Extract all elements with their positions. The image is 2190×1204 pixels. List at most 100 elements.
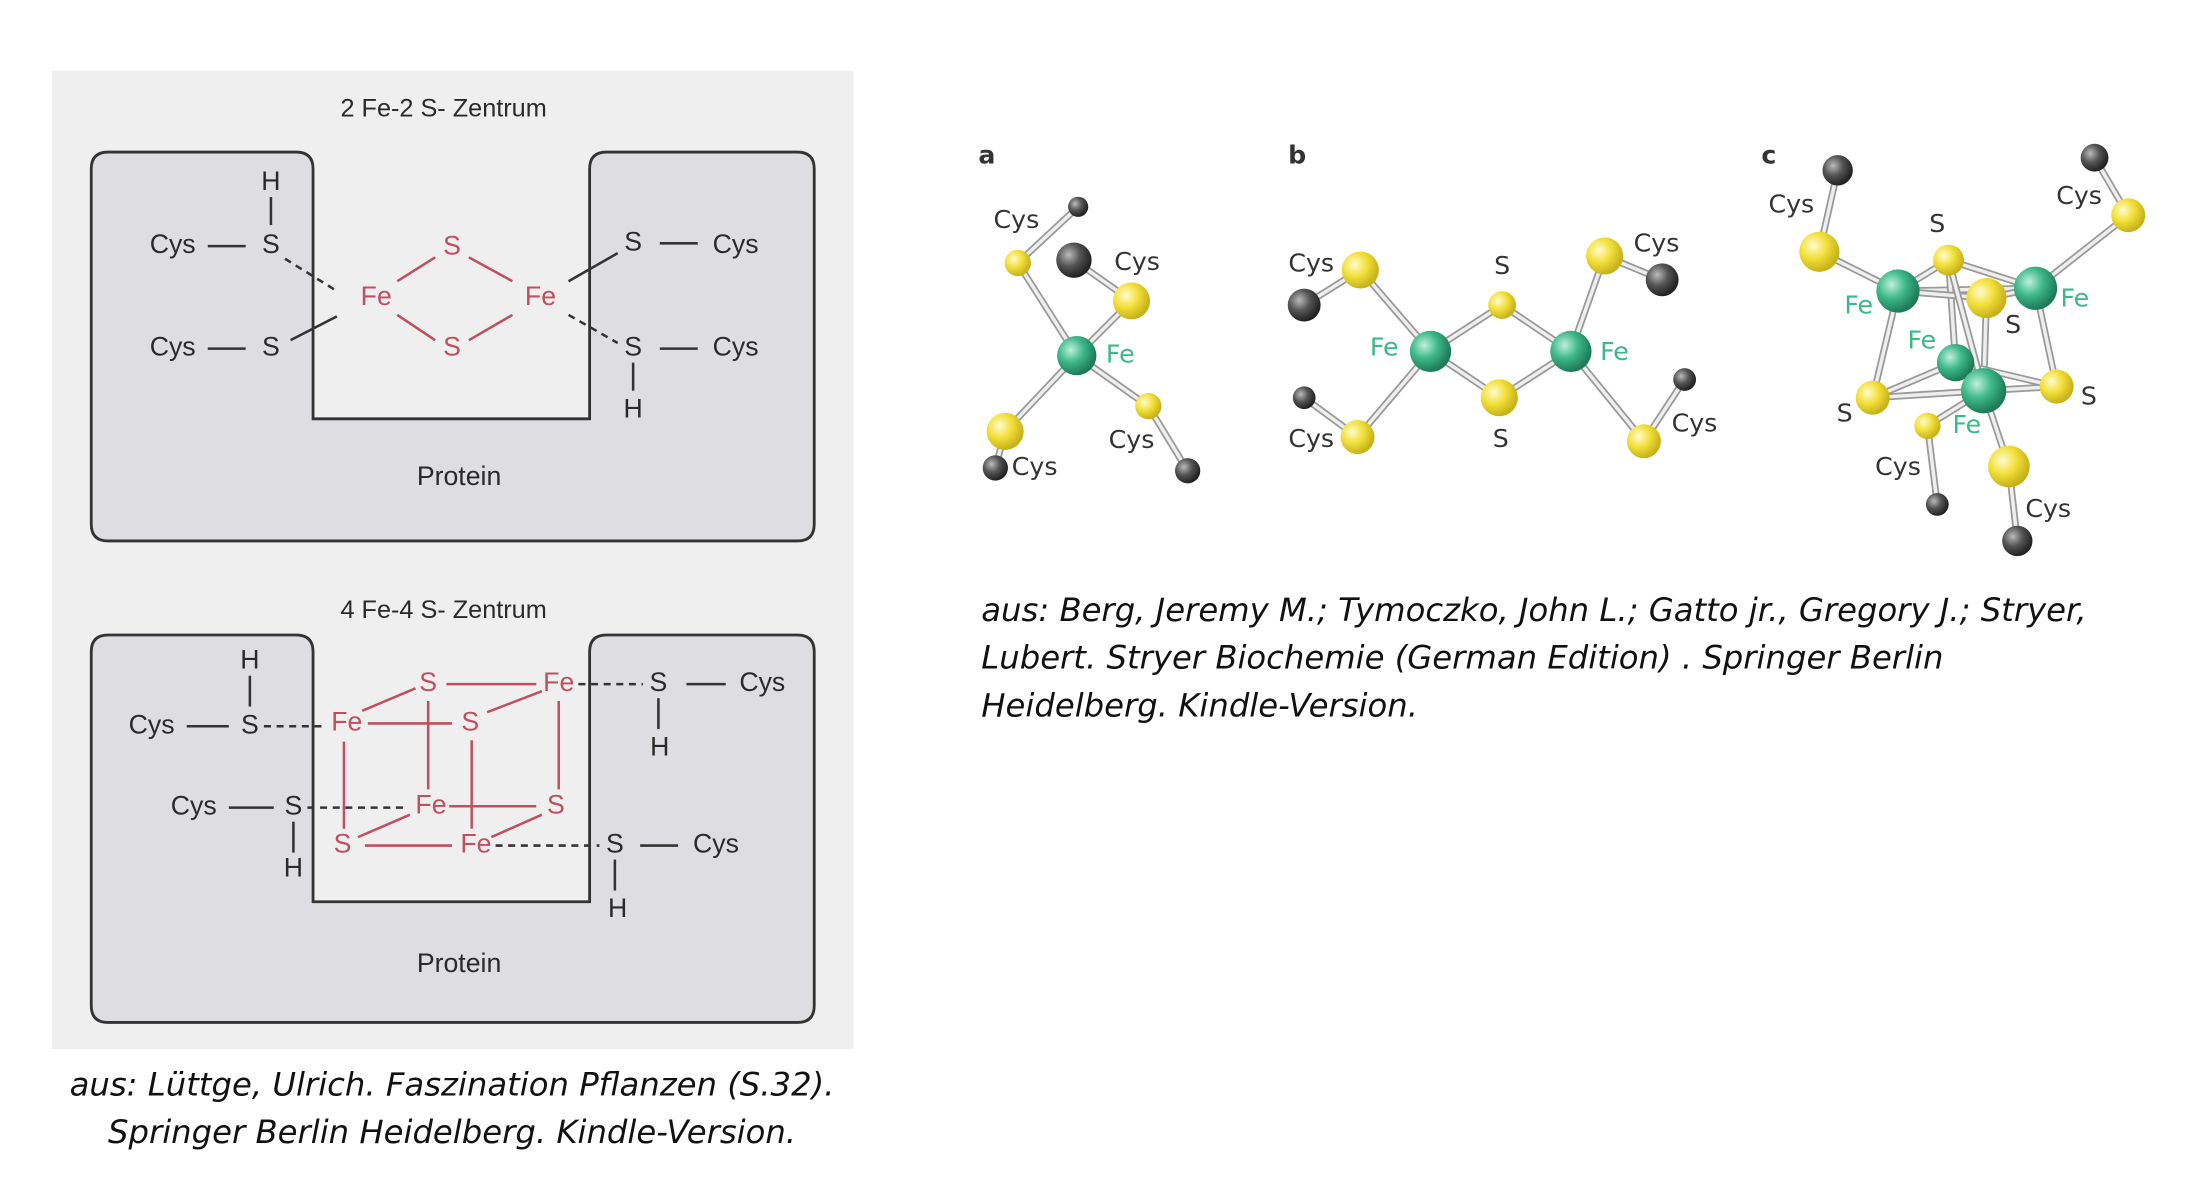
sulfur-atom xyxy=(1966,277,2007,319)
bond-line xyxy=(567,252,619,283)
ligand-label: H xyxy=(284,852,303,882)
panel-label: c xyxy=(1761,140,1776,169)
sulfur-atom xyxy=(986,412,1024,450)
ligand-label: H xyxy=(240,645,259,675)
carbon-atom xyxy=(1292,386,1316,410)
sulfur-atom xyxy=(1480,379,1518,417)
carbon-atom xyxy=(2080,143,2109,172)
atom-label: S xyxy=(1493,424,1509,453)
atom-label: Cys xyxy=(1288,424,1334,453)
carbon-atom xyxy=(1175,458,1201,484)
atom-label: Fe xyxy=(2061,283,2090,312)
sulfur-atom xyxy=(1341,251,1379,289)
protein-shape-2fe2s xyxy=(89,150,816,543)
iron-atom xyxy=(1876,269,1920,313)
cluster-atom-label: Fe xyxy=(543,667,574,697)
ligand-label: Cys xyxy=(739,667,785,697)
sulfur-atom xyxy=(1135,393,1162,420)
atom-label: Cys xyxy=(994,205,1040,234)
bond-line xyxy=(357,813,411,839)
ligand-label: S xyxy=(241,709,259,739)
sulfur-atom xyxy=(2111,198,2146,233)
ligand-label: S xyxy=(262,229,280,259)
diagram-title-2fe2s: 2 Fe-2 S- Zentrum xyxy=(340,95,546,123)
ligand-label: Cys xyxy=(150,332,196,362)
bond-line xyxy=(468,313,514,342)
atom-label: Cys xyxy=(1634,229,1680,258)
ligand-label: S xyxy=(624,332,642,362)
iron-atom xyxy=(1936,343,1975,382)
sulfur-atom xyxy=(1855,380,1890,415)
atom-label: Cys xyxy=(2025,494,2071,523)
bond-lines xyxy=(186,196,726,891)
cluster-atom-label: Fe xyxy=(460,829,491,859)
bond-line xyxy=(361,687,417,712)
sulfur-atom xyxy=(1586,237,1624,275)
carbon-atom xyxy=(982,455,1008,481)
iron-atom xyxy=(1961,368,2007,414)
atom-label: S xyxy=(1494,251,1510,280)
left-caption-line: Springer Berlin Heidelberg. Kindle-Versi… xyxy=(108,1113,796,1151)
cluster-atom-label: S xyxy=(443,332,461,362)
atom-label: Fe xyxy=(1952,410,1981,439)
carbon-atom xyxy=(1287,288,1321,322)
sulfur-atom xyxy=(1488,291,1517,319)
atom-label: Cys xyxy=(1012,452,1058,481)
atom-label: S xyxy=(1837,399,1853,428)
protein-label: Protein xyxy=(417,948,501,978)
iron-atom xyxy=(1057,335,1097,376)
stick-bond-highlight xyxy=(1925,425,1940,505)
ligand-label: Cys xyxy=(693,829,739,859)
sulfur-atom xyxy=(1914,412,1941,439)
cluster-atom-label: Fe xyxy=(361,281,392,311)
sulfur-atom xyxy=(1112,282,1151,320)
carbon-atom xyxy=(1925,493,1949,516)
sulfur-atom xyxy=(2039,369,2074,404)
panel-label: b xyxy=(1288,140,1306,169)
protein-shape-4fe4s xyxy=(89,633,816,1024)
ligand-label: S xyxy=(624,226,642,256)
iron-atom xyxy=(1409,330,1452,373)
bond-line xyxy=(396,313,436,342)
ligand-label: H xyxy=(624,393,643,423)
cluster-atom-label: Fe xyxy=(415,789,446,819)
bond-line xyxy=(468,256,514,283)
atom-label: Cys xyxy=(1288,248,1334,277)
ligand-label: S xyxy=(650,667,668,697)
right-caption-line: Heidelberg. Kindle-Version. xyxy=(981,686,1418,724)
bond-line xyxy=(490,813,543,839)
cluster-atom-label: S xyxy=(334,829,352,859)
sulfur-atom xyxy=(1340,420,1375,455)
carbon-atom xyxy=(1645,263,1679,297)
ligand-label: S xyxy=(606,829,624,859)
ligand-label: Cys xyxy=(129,709,175,739)
atom-label: S xyxy=(1929,209,1945,238)
atom-label: Fe xyxy=(1370,333,1399,362)
atom-label: Cys xyxy=(1875,452,1921,481)
ligand-label: H xyxy=(261,166,280,196)
bond-line xyxy=(290,315,338,342)
atom-label: Fe xyxy=(1106,340,1135,369)
atom-label: Fe xyxy=(1844,290,1873,319)
atom-label: Fe xyxy=(1600,337,1629,366)
sulfur-atom xyxy=(1799,231,1840,272)
ligand-label: Cys xyxy=(171,791,217,821)
coordination-bond xyxy=(284,257,338,293)
protein-label: Protein xyxy=(417,461,501,491)
cluster-atom-label: S xyxy=(547,789,565,819)
carbon-atom xyxy=(1673,368,1696,391)
diagram-title-4fe4s: 4 Fe-4 S- Zentrum xyxy=(340,596,546,624)
atom-label: S xyxy=(2081,382,2097,411)
atom-label: Cys xyxy=(1672,408,1718,437)
iron-atom xyxy=(2013,266,2058,310)
atom-label: Cys xyxy=(1768,189,1814,218)
ligand-label: Cys xyxy=(713,229,759,259)
iron-atom xyxy=(1550,330,1592,373)
bond-line xyxy=(486,689,543,714)
left-caption-line: aus: Lüttge, Ulrich. Faszination Pflanze… xyxy=(70,1065,835,1103)
atom-label: S xyxy=(2005,310,2021,339)
atom-label: Cys xyxy=(1114,247,1160,276)
ligand-label: Cys xyxy=(713,332,759,362)
